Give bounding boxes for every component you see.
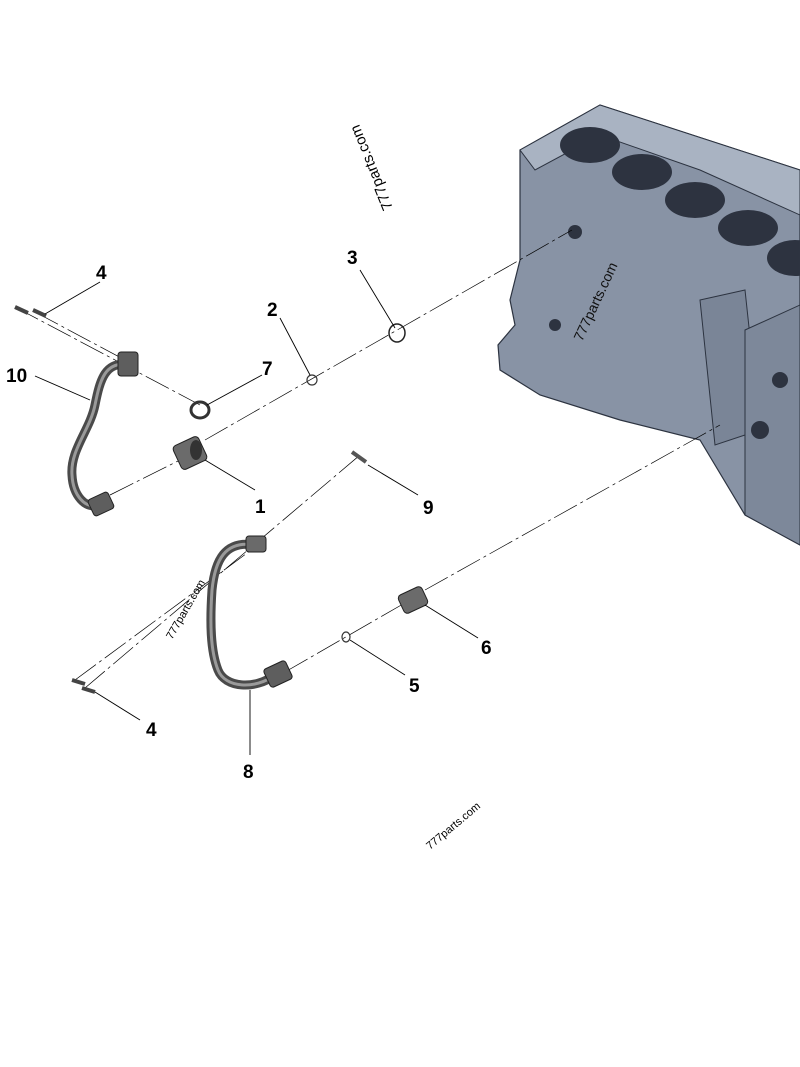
assembly-lines xyxy=(14,229,721,689)
part-9-pin xyxy=(350,450,368,464)
callout-leaders xyxy=(34,269,479,755)
callout-1: 1 xyxy=(255,497,266,518)
part-2-seal xyxy=(306,374,318,386)
part-3-o-ring xyxy=(388,323,406,343)
part-8-oil-tube xyxy=(206,535,293,690)
part-4-bolts-top xyxy=(14,305,47,318)
callout-5: 5 xyxy=(409,676,420,697)
part-4-bolts-bottom xyxy=(71,678,96,694)
watermark: 777parts.com xyxy=(347,122,397,213)
callout-9: 9 xyxy=(423,498,434,519)
callout-7: 7 xyxy=(262,359,273,380)
callout-4-bottom: 4 xyxy=(146,720,157,741)
engine-block xyxy=(497,104,800,546)
part-7-o-ring xyxy=(189,400,211,420)
callout-3: 3 xyxy=(347,248,358,269)
callout-8: 8 xyxy=(243,762,254,783)
callout-6: 6 xyxy=(481,638,492,659)
part-6-fitting xyxy=(397,586,429,614)
part-10-oil-tube xyxy=(67,351,139,517)
callout-4-top: 4 xyxy=(96,263,107,284)
part-5-seal xyxy=(341,631,351,643)
part-1-fitting xyxy=(172,436,208,470)
callout-10: 10 xyxy=(6,366,27,387)
callout-2: 2 xyxy=(267,300,278,321)
watermark: 777parts.com xyxy=(424,800,483,852)
